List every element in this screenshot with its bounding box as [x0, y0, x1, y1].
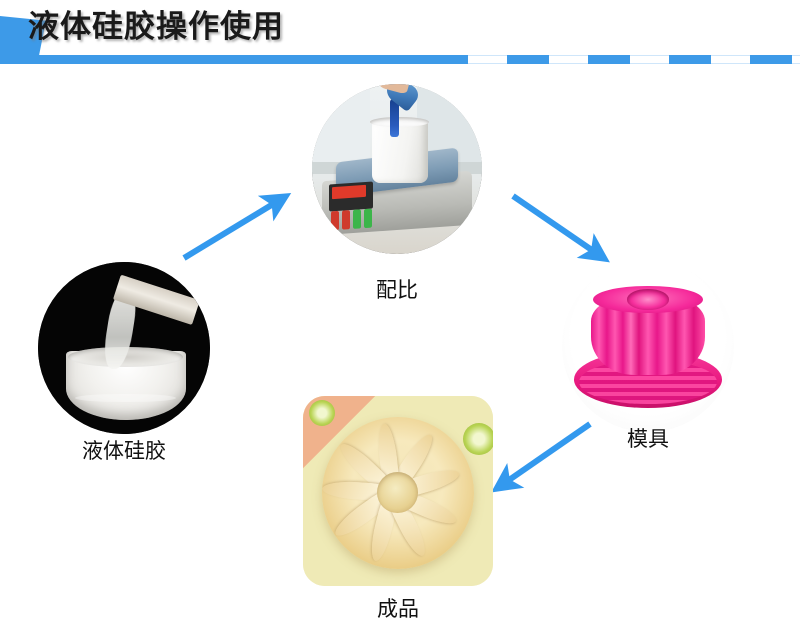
header-rule-gap [468, 55, 507, 64]
scale-key [363, 208, 372, 228]
scale-key [330, 210, 339, 230]
scale-keypad-shape [330, 208, 372, 230]
blue-liquid-pour-shape [390, 99, 399, 137]
flow-node-finished-product: 成品 [303, 396, 493, 626]
header-rule-gap [630, 55, 669, 64]
cake-shape [322, 416, 474, 569]
flow-node-liquid-silicone: 液体硅胶 [38, 262, 210, 468]
ratio-photo [312, 84, 482, 254]
header-rule-gap [711, 55, 750, 64]
arrow-silicone-to-ratio [182, 193, 292, 261]
flow-node-label-finished-product: 成品 [377, 597, 419, 621]
mold-center-hole-shape [627, 289, 669, 310]
mixing-bucket-shape [370, 116, 429, 183]
header-rule-gap [549, 55, 588, 64]
scale-key [341, 209, 350, 230]
liquid-silicone-image-content [38, 262, 210, 434]
arrow-ratio-to-mold [511, 193, 610, 263]
flow-node-label-ratio: 配比 [376, 278, 418, 302]
flow-node-ratio: 配比 [312, 84, 482, 307]
finished-product-photo [303, 396, 493, 586]
scale-digits-shape [332, 184, 367, 200]
silicone-container-shape [65, 346, 186, 421]
header-divider-rule [0, 55, 800, 64]
header-rule-gap [792, 55, 800, 64]
header-accent-flag-icon [0, 16, 46, 62]
liquid-silicone-photo [38, 262, 210, 434]
cake-center-hole-shape [376, 471, 418, 513]
lime-slice-icon [462, 422, 493, 455]
finished-product-image-content [303, 396, 493, 586]
scale-background-left-shape [312, 84, 370, 173]
mold-image-content [562, 260, 734, 432]
scale-key [352, 209, 361, 229]
ratio-image-content [312, 84, 482, 254]
mold-photo [562, 260, 734, 432]
flow-node-mold: 模具 [562, 260, 734, 456]
page-header: 液体硅胶操作使用 [0, 0, 800, 70]
flow-node-label-liquid-silicone: 液体硅胶 [82, 439, 166, 463]
flow-node-label-mold: 模具 [627, 427, 669, 451]
page-title: 液体硅胶操作使用 [28, 9, 284, 45]
lime-slice-icon [308, 399, 336, 427]
